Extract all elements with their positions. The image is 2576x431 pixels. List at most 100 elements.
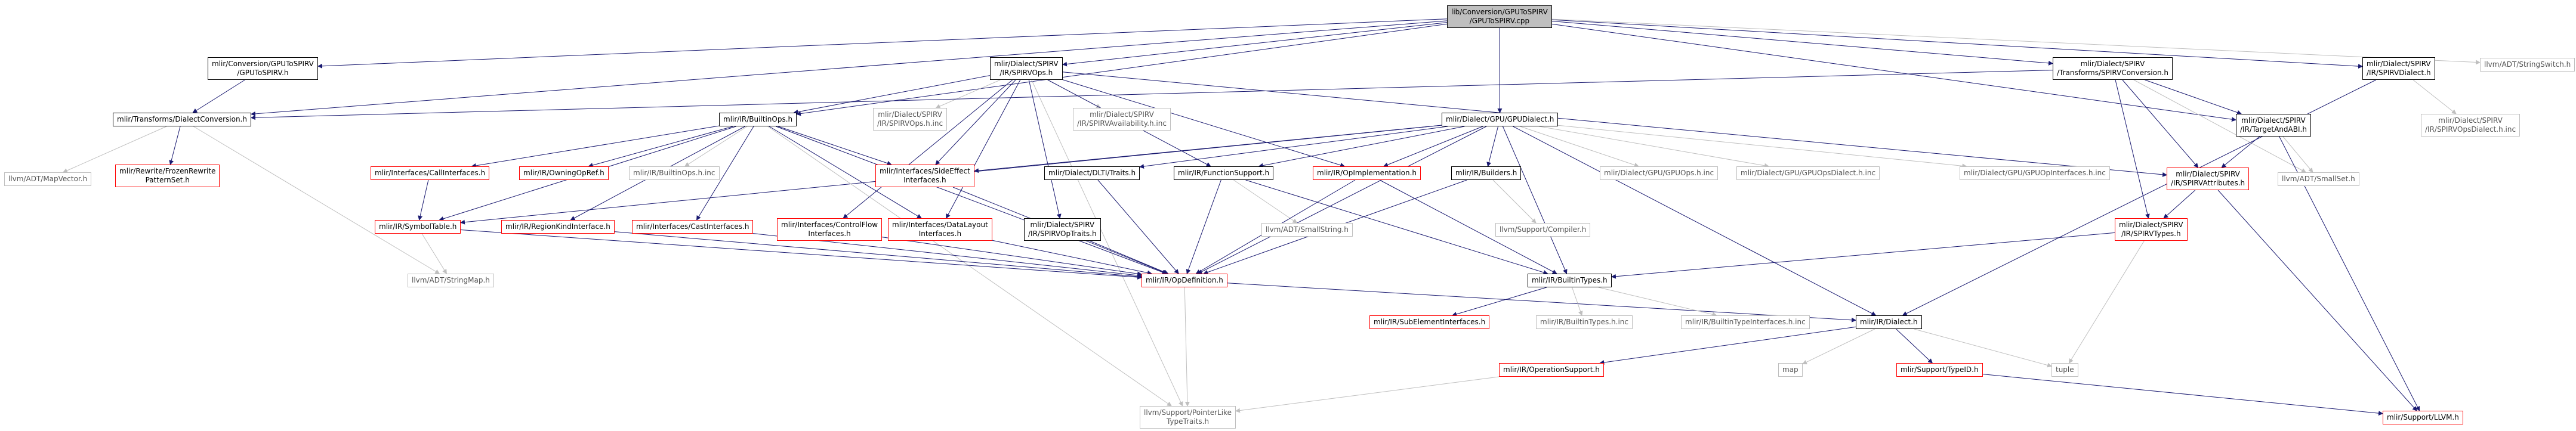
include-edge bbox=[1452, 287, 1547, 317]
include-edge bbox=[418, 179, 429, 221]
node-function-support-header[interactable]: mlir/IR/FunctionSupport.h bbox=[1174, 166, 1274, 180]
node-spirv-dialect-header[interactable]: mlir/Dialect/SPIRV/IR/SPIRVDialect.h bbox=[2362, 57, 2435, 80]
node-gpu-ops-dialect-inc[interactable]: mlir/Dialect/GPU/GPUOpsDialect.h.inc bbox=[1736, 166, 1880, 180]
include-edge bbox=[778, 126, 892, 166]
include-edge bbox=[1258, 126, 1465, 168]
node-label-line: mlir/Dialect/SPIRV bbox=[2367, 60, 2431, 68]
node-symbol-table-header[interactable]: mlir/IR/SymbolTable.h bbox=[375, 220, 461, 234]
include-edge bbox=[1572, 287, 1583, 316]
node-label-line: mlir/Interfaces/DataLayout bbox=[892, 221, 988, 229]
node-owning-op-ref-header[interactable]: mlir/IR/OwningOpRef.h bbox=[519, 166, 609, 180]
node-label-line: Interfaces.h bbox=[903, 176, 946, 184]
node-label-line: mlir/Support/TypeID.h bbox=[1901, 365, 1979, 374]
node-tuple[interactable]: tuple bbox=[2051, 363, 2078, 377]
node-label-line: /GPUToSPIRV.cpp bbox=[1469, 17, 1530, 25]
include-edge bbox=[317, 18, 1448, 69]
node-sub-element-interfaces-header[interactable]: mlir/IR/SubElementInterfaces.h bbox=[1369, 315, 1490, 329]
node-stringswitch-header[interactable]: llvm/ADT/StringSwitch.h bbox=[2480, 58, 2575, 72]
include-edge bbox=[1611, 232, 2115, 279]
node-builtin-types-header[interactable]: mlir/IR/BuiltinTypes.h bbox=[1528, 274, 1612, 287]
node-label-line: Interfaces.h bbox=[918, 230, 962, 238]
node-op-definition-header[interactable]: mlir/IR/OpDefinition.h bbox=[1142, 274, 1227, 287]
include-edge bbox=[767, 126, 1172, 407]
include-edge bbox=[1031, 79, 1183, 407]
node-label-line: mlir/Interfaces/ControlFlow bbox=[781, 221, 878, 229]
include-edge bbox=[2145, 79, 2242, 115]
node-stringmap-header[interactable]: llvm/ADT/StringMap.h bbox=[408, 274, 494, 287]
node-spirv-ops-inc[interactable]: mlir/Dialect/SPIRV/IR/SPIRVOps.h.inc bbox=[873, 108, 948, 131]
node-label-line: mlir/Dialect/SPIRV bbox=[994, 60, 1059, 68]
node-gpu-dialect-header[interactable]: mlir/Dialect/GPU/GPUDialect.h bbox=[1442, 113, 1559, 126]
node-op-implementation-header[interactable]: mlir/IR/OpImplementation.h bbox=[1313, 166, 1421, 180]
node-root-file[interactable]: lib/Conversion/GPUToSPIRV/GPUToSPIRV.cpp bbox=[1447, 5, 1552, 28]
node-map[interactable]: map bbox=[1778, 363, 1803, 377]
node-label-line: mlir/Dialect/SPIRV bbox=[1030, 221, 1095, 229]
include-edge bbox=[251, 20, 1448, 116]
node-gpu-op-interfaces-inc[interactable]: mlir/Dialect/GPU/GPUOpInterfaces.h.inc bbox=[1960, 166, 2110, 180]
include-edge bbox=[776, 126, 1167, 275]
node-compiler-header[interactable]: llvm/Support/Compiler.h bbox=[1495, 223, 1591, 237]
node-label-line: /IR/SPIRVOpTraits.h bbox=[1028, 230, 1097, 238]
include-edge bbox=[1896, 328, 1933, 364]
include-edge bbox=[1551, 19, 2363, 69]
node-spirv-availability-inc[interactable]: mlir/Dialect/SPIRV/IR/SPIRVAvailability.… bbox=[1073, 108, 1171, 131]
include-edge bbox=[1914, 328, 2052, 368]
node-dialect-conversion-header[interactable]: mlir/Transforms/DialectConversion.h bbox=[113, 113, 251, 126]
node-spirv-ops-dialect-inc[interactable]: mlir/Dialect/SPIRV/IR/SPIRVOpsDialect.h.… bbox=[2421, 114, 2521, 137]
node-builtin-ops-inc[interactable]: mlir/IR/BuiltinOps.h.inc bbox=[629, 166, 720, 180]
include-edge bbox=[1598, 287, 1717, 317]
node-support-llvm-header[interactable]: mlir/Support/LLVM.h bbox=[2383, 411, 2463, 424]
node-label-line: mlir/IR/OperationSupport.h bbox=[1503, 365, 1600, 374]
node-label-line: mlir/Dialect/SPIRV bbox=[2241, 116, 2306, 125]
include-edge bbox=[1235, 376, 1500, 413]
include-edge bbox=[62, 126, 167, 173]
node-label-line: /IR/SPIRVOps.h.inc bbox=[877, 119, 943, 128]
node-spirv-conversion-header[interactable]: mlir/Dialect/SPIRV/Transforms/SPIRVConve… bbox=[2053, 57, 2173, 80]
node-typeid-header[interactable]: mlir/Support/TypeID.h bbox=[1896, 363, 1983, 377]
include-edge bbox=[1486, 126, 1499, 167]
node-call-interfaces-header[interactable]: mlir/Interfaces/CallInterfaces.h bbox=[371, 166, 490, 180]
node-label-line: mlir/IR/Builders.h bbox=[1455, 169, 1517, 177]
node-label-line: TypeTraits.h bbox=[1166, 417, 1210, 426]
include-edge bbox=[1062, 79, 1346, 168]
include-edge bbox=[169, 126, 181, 165]
node-builders-header[interactable]: mlir/IR/Builders.h bbox=[1451, 166, 1522, 180]
include-edge bbox=[193, 126, 440, 274]
node-gpu-ops-inc[interactable]: mlir/Dialect/GPU/GPUOps.h.inc bbox=[1600, 166, 1719, 180]
node-label-line: mlir/Dialect/SPIRV bbox=[878, 110, 942, 119]
node-operation-support-header[interactable]: mlir/IR/OperationSupport.h bbox=[1499, 363, 1604, 377]
node-smallset-header[interactable]: llvm/ADT/SmallSet.h bbox=[2278, 172, 2359, 186]
node-label-line: mlir/IR/BuiltinOps.h bbox=[723, 115, 793, 123]
node-spirv-ops-header[interactable]: mlir/Dialect/SPIRV/IR/SPIRVOps.h bbox=[990, 57, 1063, 80]
node-builtin-type-interfaces-inc[interactable]: mlir/IR/BuiltinTypeInterfaces.h.inc bbox=[1681, 315, 1810, 329]
node-builtin-types-inc[interactable]: mlir/IR/BuiltinTypes.h.inc bbox=[1536, 315, 1633, 329]
include-edge bbox=[1062, 22, 1448, 67]
node-dlti-traits-header[interactable]: mlir/Dialect/DLTI/Traits.h bbox=[1044, 166, 1140, 180]
node-ir-dialect-header[interactable]: mlir/IR/Dialect.h bbox=[1856, 315, 1922, 329]
node-cast-interfaces-header[interactable]: mlir/Interfaces/CastInterfaces.h bbox=[632, 220, 754, 234]
include-edge bbox=[1028, 79, 1062, 219]
node-spirv-types-header[interactable]: mlir/Dialect/SPIRV/IR/SPIRVTypes.h bbox=[2115, 218, 2188, 241]
node-target-and-abi-header[interactable]: mlir/Dialect/SPIRV/IR/TargetAndABI.h bbox=[2236, 114, 2311, 137]
include-edge bbox=[935, 79, 1001, 108]
node-mapvector-header[interactable]: llvm/ADT/MapVector.h bbox=[4, 172, 92, 186]
node-smallstring-header[interactable]: llvm/ADT/SmallString.h bbox=[1261, 223, 1353, 237]
node-gpu-to-spirv-header[interactable]: mlir/Conversion/GPUToSPIRV/GPUToSPIRV.h bbox=[208, 57, 318, 80]
node-builtin-ops-header[interactable]: mlir/IR/BuiltinOps.h bbox=[719, 113, 797, 126]
node-label-line: mlir/IR/SubElementInterfaces.h bbox=[1374, 318, 1486, 326]
include-edge bbox=[1557, 125, 1967, 169]
node-region-kind-interface-header[interactable]: mlir/IR/RegionKindInterface.h bbox=[501, 220, 615, 234]
include-edge bbox=[946, 79, 1021, 219]
node-label-line: mlir/Dialect/GPU/GPUOpsDialect.h.inc bbox=[1741, 169, 1876, 177]
node-spirv-op-traits-header[interactable]: mlir/Dialect/SPIRV/IR/SPIRVOpTraits.h bbox=[1024, 218, 1101, 241]
include-edge bbox=[2115, 79, 2150, 219]
include-edge bbox=[2217, 190, 2417, 411]
node-spirv-attributes-header[interactable]: mlir/Dialect/SPIRV/IR/SPIRVAttributes.h bbox=[2167, 168, 2250, 190]
node-label-line: mlir/IR/BuiltinTypeInterfaces.h.inc bbox=[1685, 318, 1806, 326]
